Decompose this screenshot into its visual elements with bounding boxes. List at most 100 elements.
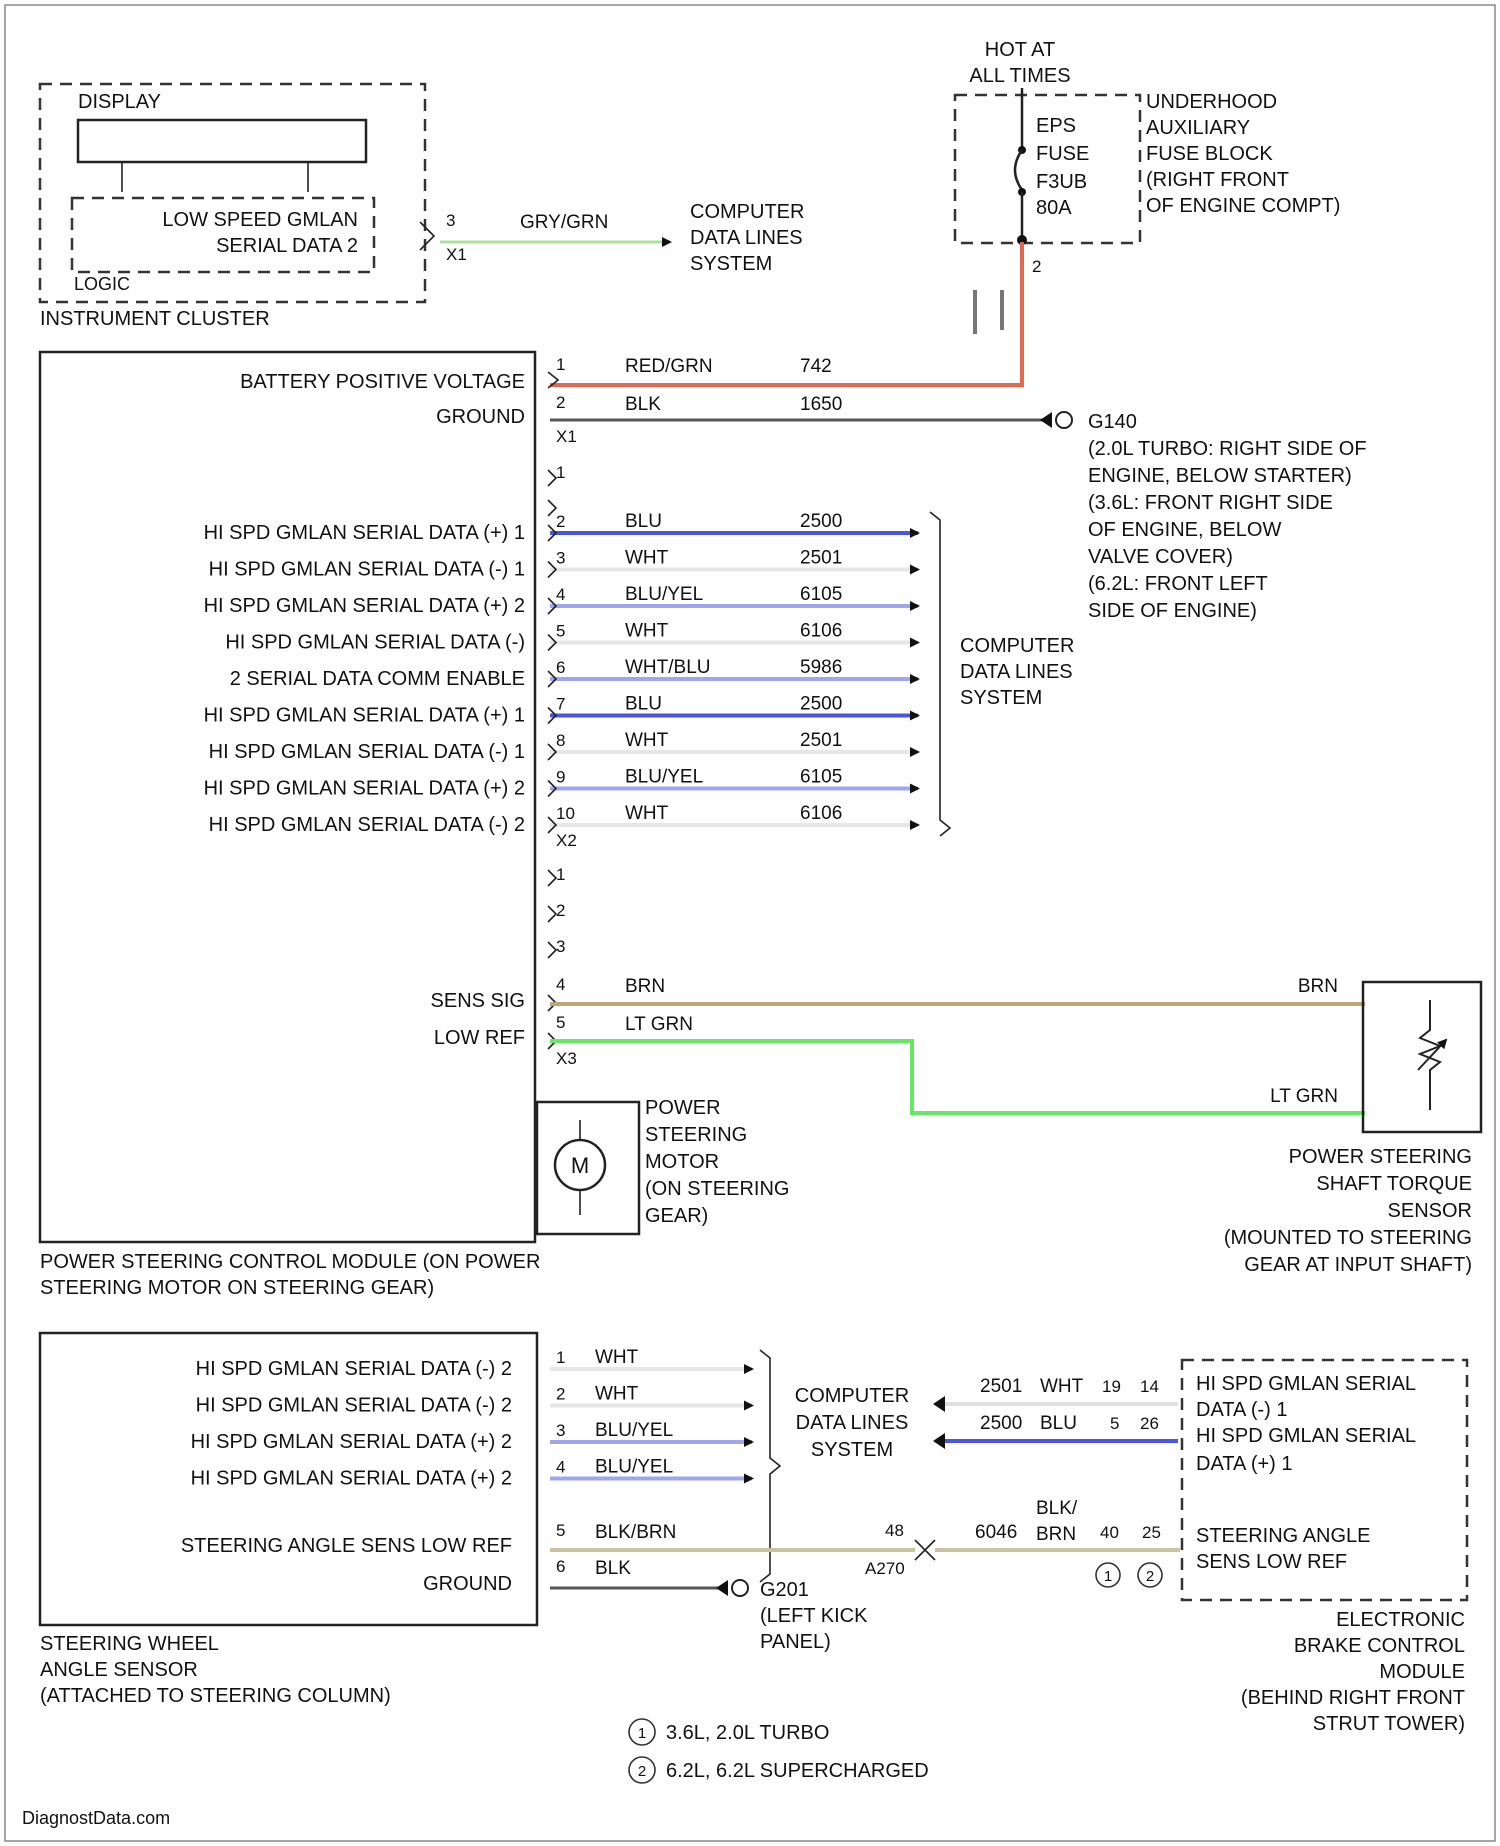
legend-marker-2: 2 [638,1763,646,1780]
ground-g201-name: G201 [760,1579,809,1601]
pscm-x1-color-1: RED/GRN [625,356,713,377]
ssas-ground-pin: 6 [556,1557,565,1576]
pscm-x1-connector: X1 [556,427,577,446]
ssas-data-color: BLU/YEL [595,1420,673,1441]
pscm-x2-label: HI SPD GMLAN SERIAL DATA (-) 1 [209,559,525,581]
ebcm-low-ref-label-1: STEERING ANGLE [1196,1525,1371,1547]
ebcm-low-ref-color-2: BRN [1036,1524,1076,1545]
ebcm-title-5: STRUT TOWER) [1313,1713,1465,1735]
pscm-x2-pin: 5 [556,622,565,641]
wire-red-grn [550,242,1022,385]
ebcm-data-1-circuit: 2501 [980,1376,1022,1397]
ebcm-data-2-label-2: DATA (+) 1 [1196,1453,1293,1475]
ebcm: 2501 WHT 19 14 2500 BLU 5 26 HI SPD GMLA… [933,1360,1467,1735]
ebcm-low-ref-color-1: BLK/ [1036,1498,1078,1519]
hot-at-label: HOT AT [985,39,1055,61]
ebcm-data-1-color: WHT [1040,1376,1084,1397]
ebcm-marker-2: 2 [1146,1568,1154,1585]
pscm-x1-pin-2: 2 [556,393,565,412]
fuse-block-name-1: UNDERHOOD [1146,91,1277,113]
wire-color-gry-grn: GRY/GRN [520,212,608,233]
fuse-block-name-5: OF ENGINE COMPT) [1146,195,1340,217]
pscm-x2-circuit: 6106 [800,621,842,642]
legend-text-1: 3.6L, 2.0L TURBO [666,1722,829,1744]
pscm-x2-color: WHT [625,803,669,824]
fuse-block: HOT AT ALL TIMES EPS FUSE F3UB 80A UNDER… [955,39,1340,334]
torque-sensor-line-5: GEAR AT INPUT SHAFT) [1244,1254,1472,1276]
pscm-x2-color: WHT [625,548,669,569]
ebcm-data-1-pin-a: 19 [1102,1377,1121,1396]
ssas-low-ref-pin: 5 [556,1521,565,1540]
torque-wire-top: BRN [1298,976,1338,997]
ssas-data-label: HI SPD GMLAN SERIAL DATA (+) 2 [191,1468,512,1490]
instrument-cluster: DISPLAY LOW SPEED GMLAN SERIAL DATA 2 LO… [40,84,804,330]
pscm-x2-label: HI SPD GMLAN SERIAL DATA (+) 2 [204,595,525,617]
ebcm-data-2-pin-b: 26 [1140,1414,1159,1433]
ground-g140-line-7: SIDE OF ENGINE) [1088,600,1257,622]
pscm-x2-dest-3: SYSTEM [960,687,1042,709]
pscm-title-2: STEERING MOTOR ON STEERING GEAR) [40,1277,434,1299]
fuse-block-name-2: AUXILIARY [1146,117,1250,139]
fuse-line-1: EPS [1036,115,1076,137]
pscm-x2-label: HI SPD GMLAN SERIAL DATA (-) [225,632,525,654]
pscm-x2-circuit: 2500 [800,694,842,715]
pscm-x2-pin: 7 [556,695,565,714]
fuse-block-name-3: FUSE BLOCK [1146,143,1273,165]
ebcm-title-2: BRAKE CONTROL [1294,1635,1465,1657]
watermark: DiagnostData.com [22,1808,170,1828]
pscm-x2-circuit: 5986 [800,657,842,678]
fuse-block-pin: 2 [1032,257,1041,276]
low-speed-gmlan-label: LOW SPEED GMLAN [162,209,358,231]
ssas-data-label: HI SPD GMLAN SERIAL DATA (-) 2 [196,1395,512,1417]
dest-1-line3: SYSTEM [690,253,772,275]
pscm-x3-color-5: LT GRN [625,1014,693,1035]
pscm-x3-pin-4: 4 [556,975,565,994]
torque-sensor-line-1: POWER STEERING [1289,1146,1472,1168]
pscm-x2-label: HI SPD GMLAN SERIAL DATA (+) 1 [204,705,525,727]
pscm-x1-label-1: BATTERY POSITIVE VOLTAGE [240,371,525,393]
pscm-x1-pin-1: 1 [556,355,565,374]
dest-1-line1: COMPUTER [690,201,804,223]
ssas-dest-3: SYSTEM [811,1439,893,1461]
legend-text-2: 6.2L, 6.2L SUPERCHARGED [666,1760,929,1782]
ssas-data-pin: 1 [556,1348,565,1367]
fuse-line-4: 80A [1036,197,1072,219]
pscm-x2-color: BLU/YEL [625,767,703,788]
ssas-data-label: HI SPD GMLAN SERIAL DATA (-) 2 [196,1358,512,1380]
pscm-x3-pin-5: 5 [556,1013,565,1032]
logic-label: LOGIC [74,274,130,294]
ssas-data-pin: 2 [556,1385,565,1404]
pscm-x1-color-2: BLK [625,394,661,415]
ssas-ground-circuit: A270 [865,1559,905,1578]
ssas-low-ref-circuit: 6046 [975,1522,1017,1543]
pscm-x2-connector: X2 [556,831,577,850]
ground-g140-name: G140 [1088,411,1137,433]
ebcm-low-ref-label-2: SENS LOW REF [1196,1551,1347,1573]
pscm-x2-pin: 4 [556,585,565,604]
pscm-x3-empty-1: 1 [556,865,565,884]
torque-wire-bottom: LT GRN [1270,1086,1338,1107]
ebcm-marker-1: 1 [1104,1568,1112,1585]
ebcm-title-3: MODULE [1379,1661,1465,1683]
ssas-data-pin: 3 [556,1421,565,1440]
serial-data-2-label: SERIAL DATA 2 [216,235,358,257]
ssas-data-color: BLU/YEL [595,1457,673,1478]
ssas-dest-1: COMPUTER [795,1385,909,1407]
pscm-x2-color: BLU/YEL [625,584,703,605]
ground-g140-line-4: OF ENGINE, BELOW [1088,519,1281,541]
pscm-x2-dest-2: DATA LINES [960,661,1073,683]
pscm-x2-label: 2 SERIAL DATA COMM ENABLE [230,668,525,690]
fuse-block-name-4: (RIGHT FRONT [1146,169,1289,191]
ebcm-data-2-pin-a: 5 [1110,1414,1119,1433]
pscm-x3-empty-3: 3 [556,937,565,956]
motor-line-3: MOTOR [645,1151,719,1173]
ssas-title-1: STEERING WHEEL [40,1633,219,1655]
ebcm-data-1-label-1: HI SPD GMLAN SERIAL [1196,1373,1416,1395]
ground-g140-line-1: (2.0L TURBO: RIGHT SIDE OF [1088,438,1367,460]
pscm-x2-circuit: 2500 [800,511,842,532]
pscm-x2-pin: 10 [556,804,575,823]
ssas-title-3: (ATTACHED TO STEERING COLUMN) [40,1685,391,1707]
ssas-dest-2: DATA LINES [796,1412,909,1434]
